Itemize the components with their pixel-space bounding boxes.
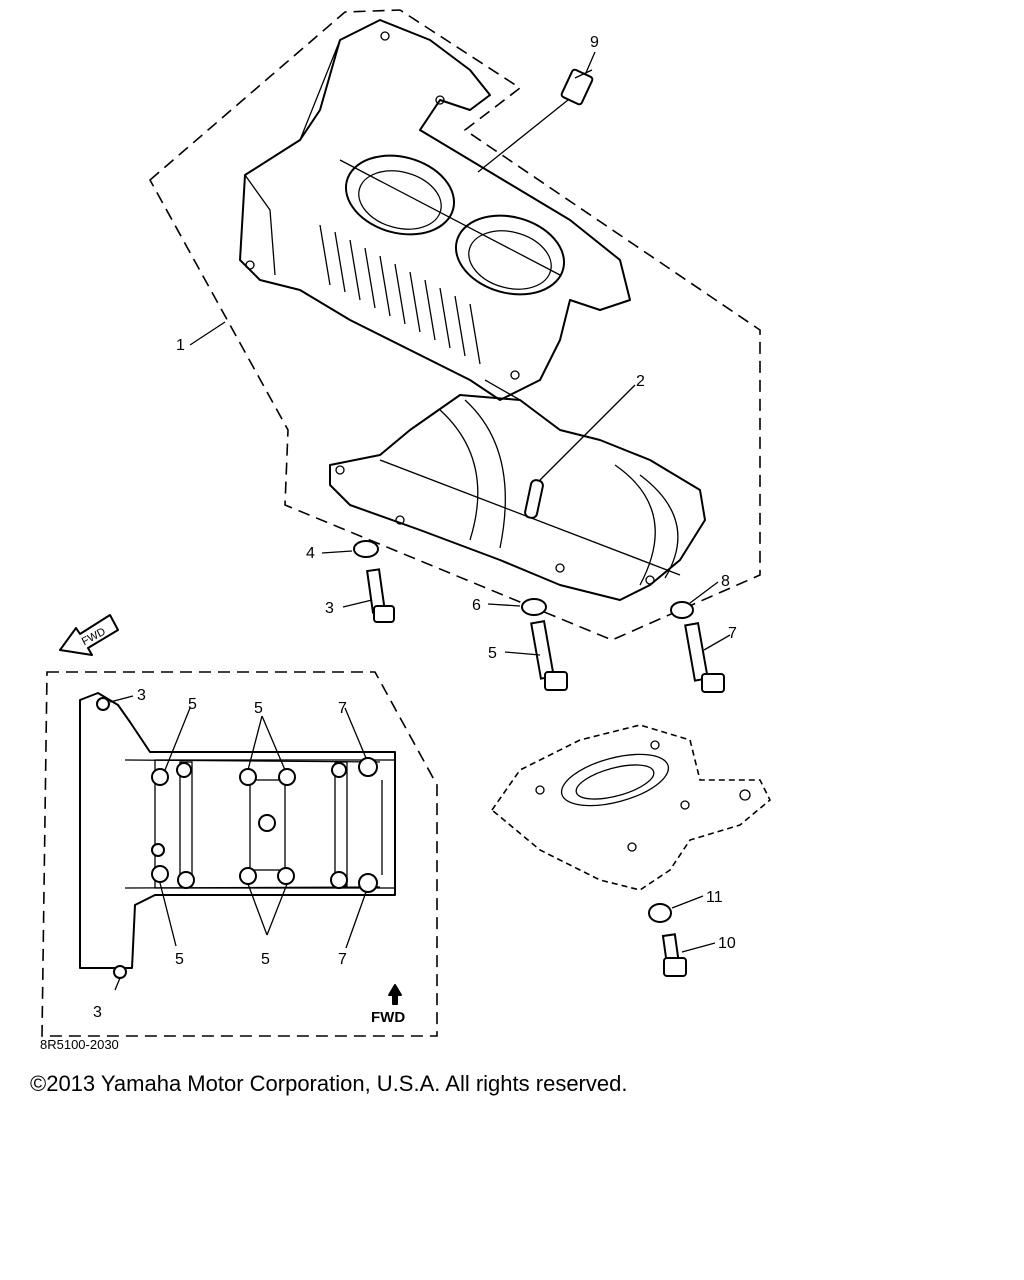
washer-6 xyxy=(521,598,547,616)
leader-4 xyxy=(321,550,353,554)
upper-crankcase xyxy=(239,19,631,401)
callout-1: 1 xyxy=(176,337,185,354)
callout-8: 8 xyxy=(721,573,730,590)
drawing-code: 8R5100-2030 xyxy=(40,1037,119,1052)
inset-leaders xyxy=(109,695,367,991)
inset-callout-5-top-left: 5 xyxy=(188,696,197,713)
callout-11: 11 xyxy=(706,889,723,906)
leader-8 xyxy=(689,581,719,604)
callout-10: 10 xyxy=(718,935,736,952)
bolt-3 xyxy=(366,568,395,623)
inset-callout-5-bottom-mid: 5 xyxy=(261,951,270,968)
leader-2 xyxy=(539,384,636,481)
callout-7: 7 xyxy=(728,625,737,642)
leader-2-branch-a xyxy=(484,379,521,401)
inset-callout-7-bottom: 7 xyxy=(338,951,347,968)
copyright-notice: ©2013 Yamaha Motor Corporation, U.S.A. A… xyxy=(30,1071,628,1096)
inset-crankcase-bottom xyxy=(79,692,396,979)
washer-8 xyxy=(670,601,694,619)
bolt-10 xyxy=(661,933,687,977)
inset-callout-5-bottom-left: 5 xyxy=(175,951,184,968)
callout-6: 6 xyxy=(472,597,481,614)
inset-callout-5-top-mid: 5 xyxy=(254,700,263,717)
leader-7 xyxy=(703,634,731,651)
fwd-arrow-icon xyxy=(59,614,119,656)
callout-3: 3 xyxy=(325,600,334,617)
leader-10 xyxy=(681,942,716,953)
fwd-up-arrow-icon xyxy=(388,984,402,1005)
callout-2: 2 xyxy=(636,373,645,390)
bolt-7 xyxy=(684,622,725,693)
leader-9 xyxy=(477,51,596,173)
callout-5: 5 xyxy=(488,645,497,662)
inset-fwd-label: FWD xyxy=(371,1009,405,1026)
assembly-dashed-outline xyxy=(148,9,761,641)
leader-6 xyxy=(487,603,521,607)
lower-crankcase xyxy=(329,394,706,601)
callout-4: 4 xyxy=(306,545,315,562)
dowel-pin-2 xyxy=(524,479,544,519)
leader-11 xyxy=(671,895,704,909)
inset-callout-3-bottom: 3 xyxy=(93,1004,102,1021)
plug-9 xyxy=(560,68,594,106)
washer-4 xyxy=(353,540,379,558)
inset-dashed-outline xyxy=(41,671,438,1037)
callout-9: 9 xyxy=(590,34,599,51)
inset-callout-3-top: 3 xyxy=(137,687,146,704)
crankcase-exploded-diagram: 1 2 3 4 5 6 7 8 9 10 11 FWD 3 3 5 5 5 5 … xyxy=(41,9,771,1037)
bolt-5 xyxy=(530,620,568,691)
leader-3 xyxy=(342,599,373,608)
nut-11 xyxy=(648,903,672,923)
inset-callout-7-top: 7 xyxy=(338,700,347,717)
leader-5 xyxy=(504,651,541,656)
leader-1 xyxy=(189,321,226,346)
cover-plate xyxy=(490,724,771,891)
